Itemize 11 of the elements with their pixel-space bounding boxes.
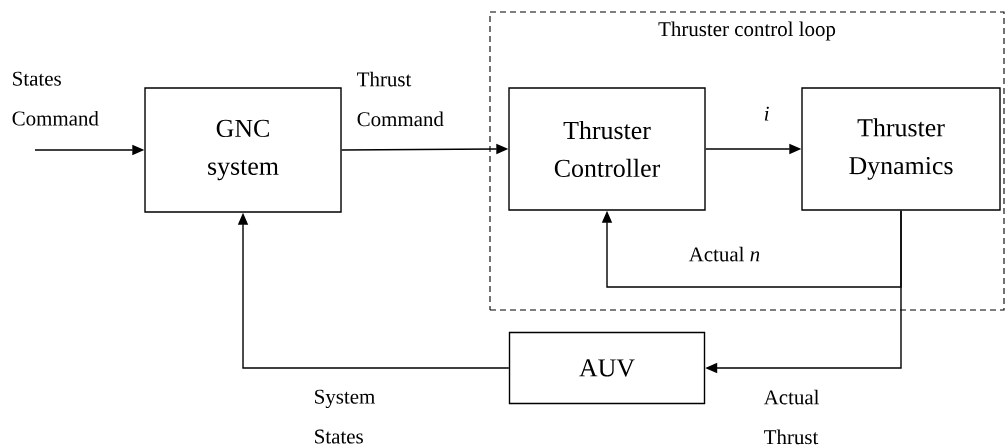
block-box: Thruster Controller [508,87,706,211]
block-box: AUV [508,331,706,405]
edge-label: Thrust Command [357,71,444,127]
edge-label: i [764,106,769,121]
edge-label: States Command [12,71,99,126]
edge-label: Actual n [688,246,760,262]
edge-label: System States [315,389,375,444]
arrow [601,210,902,288]
edge-label: Actual Thrust [763,389,820,445]
block-box: GNC system [144,87,342,213]
block-box: Thruster Dynamics [801,87,1001,211]
